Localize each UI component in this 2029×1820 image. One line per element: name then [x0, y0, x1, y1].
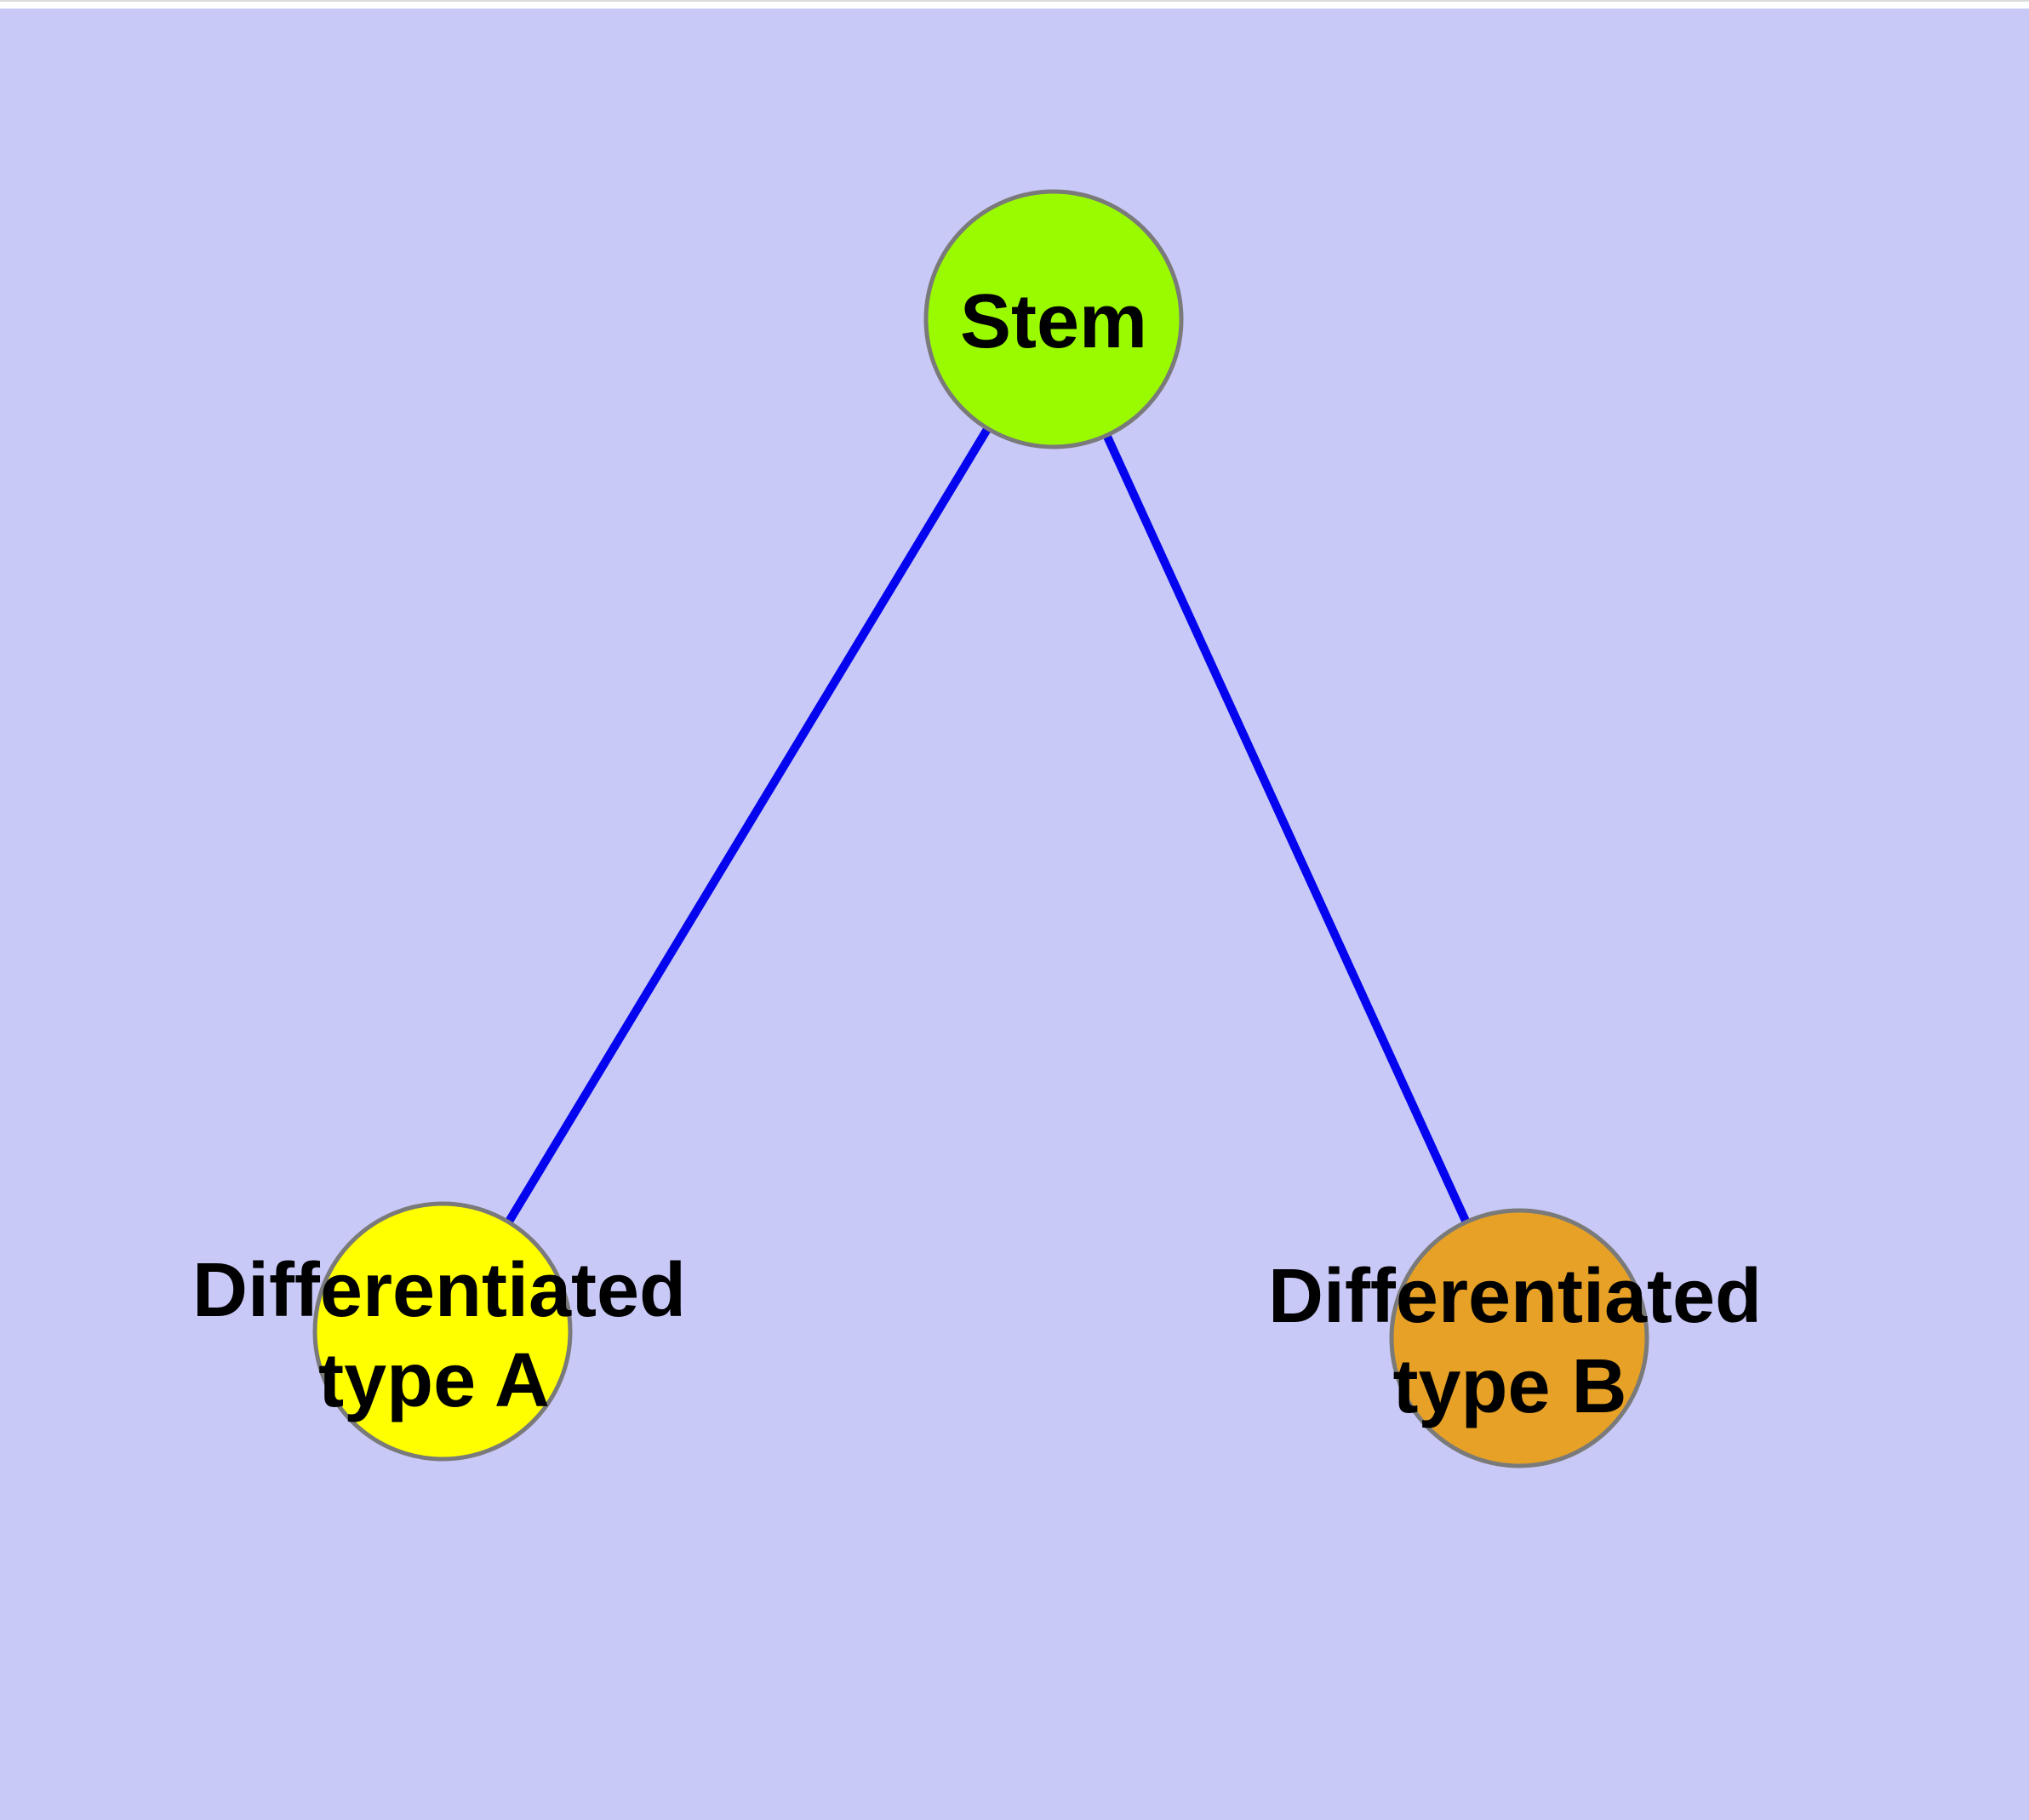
node-stem-circle	[923, 189, 1184, 449]
node-differentiated-type-b-label-line1: Differentiated	[1268, 1254, 1762, 1339]
edge-stem-to-type-b	[1049, 317, 1523, 1341]
node-differentiated-type-a-label-line1: Differentiated	[192, 1248, 686, 1333]
node-differentiated-type-a-circle	[312, 1201, 573, 1462]
node-differentiated-type-a-label-line2: type A	[318, 1338, 550, 1423]
node-differentiated-type-b-circle	[1389, 1208, 1649, 1468]
edge-stem-to-type-a	[438, 317, 1058, 1334]
top-strip	[0, 0, 2029, 9]
top-strip-border	[0, 0, 2029, 2]
node-stem-label: Stem	[960, 279, 1147, 364]
node-differentiated-type-b-label-line2: type B	[1392, 1344, 1626, 1429]
